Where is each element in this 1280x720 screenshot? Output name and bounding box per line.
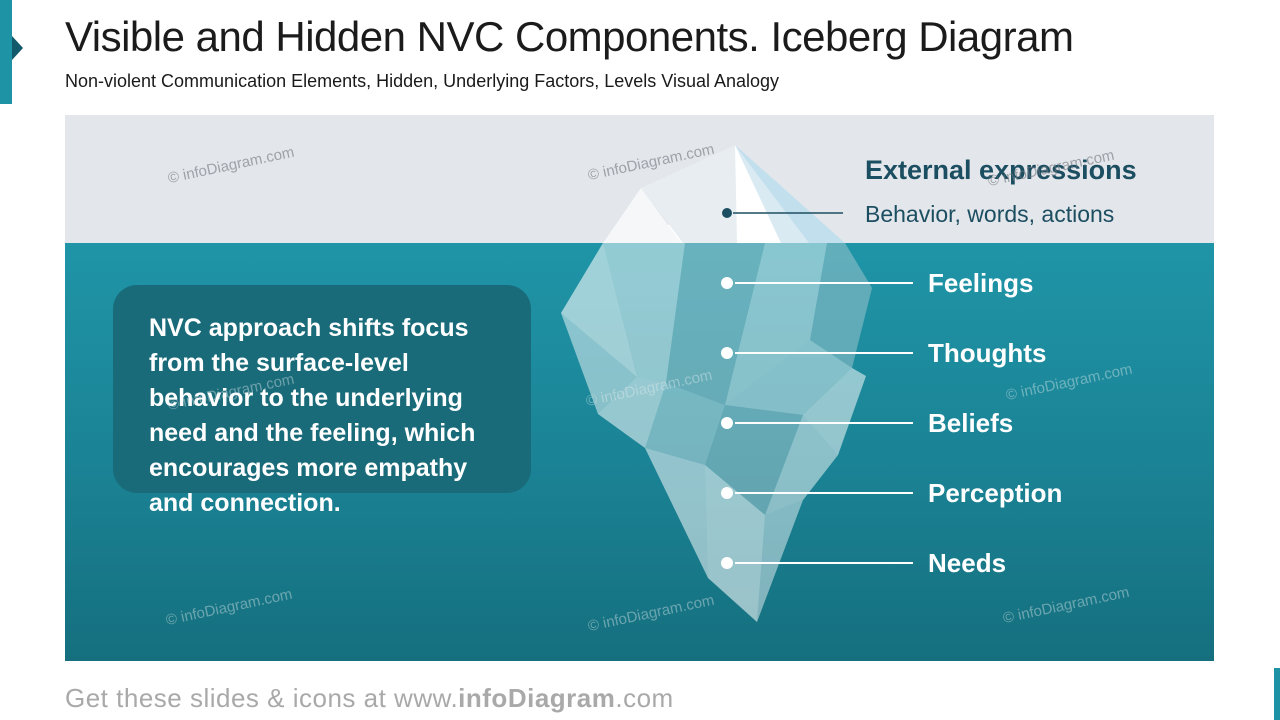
facet <box>725 340 852 415</box>
label-thoughts: Thoughts <box>928 338 1047 368</box>
facet <box>645 448 708 578</box>
accent-bar-shape <box>0 0 12 104</box>
facet <box>603 188 681 243</box>
label-needs: Needs <box>928 548 1007 578</box>
page-subtitle: Non-violent Communication Elements, Hidd… <box>65 71 780 91</box>
facet <box>561 243 637 377</box>
footer-suffix: .com <box>615 683 674 713</box>
iceberg-above-water <box>603 145 845 243</box>
label-external-description: Behavior, words, actions <box>865 201 1115 227</box>
chevron-right-icon <box>12 36 23 60</box>
footer-credit[interactable]: Get these slides & icons at www.infoDiag… <box>65 682 674 714</box>
leader-dot-beliefs <box>721 417 733 429</box>
label-feelings: Feelings <box>928 268 1034 298</box>
facet <box>705 465 765 622</box>
leader-dot-needs <box>721 557 733 569</box>
facet <box>803 368 866 455</box>
right-edge-accent-bar <box>1274 668 1280 720</box>
footer-prefix: Get these slides & icons at www. <box>65 683 459 713</box>
footer-brand: infoDiagram <box>458 683 616 713</box>
iceberg-diagram-panel: NVC approach shifts focus from the surfa… <box>65 115 1214 661</box>
iceberg-below-water <box>561 243 872 622</box>
leader-dot-perception <box>721 487 733 499</box>
facet <box>735 145 845 243</box>
leader-dot-thoughts <box>721 347 733 359</box>
leader-lines <box>721 208 913 569</box>
note-box: NVC approach shifts focus from the surfa… <box>113 285 531 517</box>
label-external-expressions: External expressions <box>865 155 1137 185</box>
leader-dot-external <box>722 208 732 218</box>
slide-accent-bar-icon <box>0 0 23 104</box>
label-beliefs: Beliefs <box>928 408 1014 438</box>
facet <box>705 405 803 515</box>
facet <box>603 243 685 383</box>
facet <box>757 500 803 622</box>
facet <box>561 313 637 414</box>
label-perception: Perception <box>928 478 1063 508</box>
note-text: NVC approach shifts focus from the surfa… <box>149 314 476 517</box>
facet <box>810 243 872 368</box>
facet <box>561 243 872 622</box>
facet <box>765 415 838 515</box>
iceberg-graphic <box>561 145 913 622</box>
leader-dot-feelings <box>721 277 733 289</box>
facet <box>641 145 737 243</box>
page-title: Visible and Hidden NVC Components. Icebe… <box>65 13 1074 60</box>
facet <box>598 377 666 448</box>
